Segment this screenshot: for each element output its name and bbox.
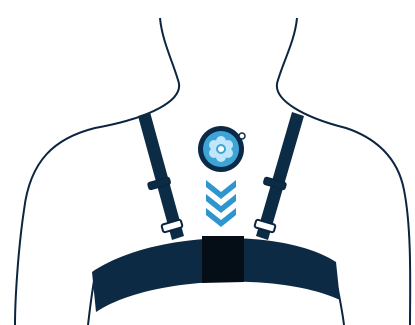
sensor-device: [198, 126, 245, 172]
chest-band-center: [202, 236, 244, 283]
chevron-down-icon: [206, 180, 236, 227]
